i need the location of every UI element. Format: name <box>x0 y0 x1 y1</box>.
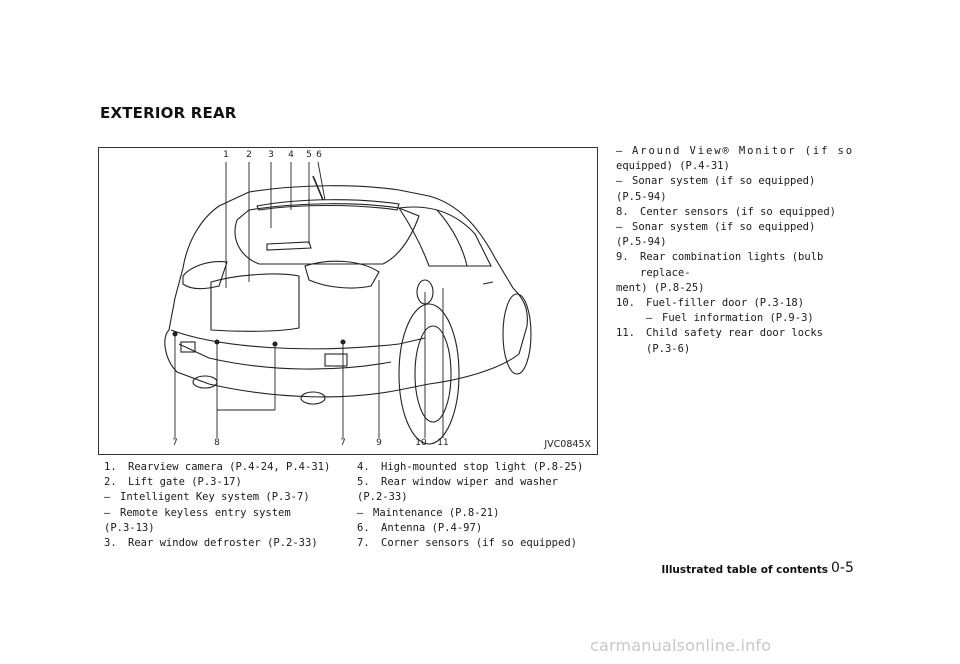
list-continuation: equipped) (P.4-31) <box>616 160 730 173</box>
list-item: 7. Corner sensors (if so equipped) <box>357 537 577 550</box>
list-continuation: (P.5-94) <box>616 190 667 203</box>
list-subitem: — Around View® Monitor (if so <box>616 145 854 157</box>
list-item: 2. Lift gate (P.3-17) <box>104 476 242 489</box>
callout-5: 5 <box>306 150 312 160</box>
callout-1: 1 <box>223 150 229 160</box>
list-continuation: (P.3-13) <box>104 521 155 534</box>
rear-exterior-figure: 1 2 3 4 5 6 7 8 7 9 10 11 JVC0845X <box>98 147 598 455</box>
callout-2: 2 <box>246 150 252 160</box>
list-item: 11. Child safety rear door locks (P.3-6) <box>616 327 824 355</box>
legend-column-2: 4. High-mounted stop light (P.8-25) 5. R… <box>357 460 597 551</box>
list-item: 9. Rear combination lights (bulb replace… <box>616 251 824 279</box>
list-continuation: ment) (P.8-25) <box>616 281 705 294</box>
list-item: 5. Rear window wiper and washer <box>357 476 559 489</box>
list-subitem: — Intelligent Key system (P.3-7) <box>104 491 310 504</box>
callout-6: 6 <box>316 150 322 160</box>
callout-8: 8 <box>214 438 220 448</box>
list-item: 6. Antenna (P.4-97) <box>357 521 483 534</box>
watermark: carmanualsonline.info <box>590 636 772 655</box>
list-subitem: — Fuel information (P.9-3) <box>646 312 814 325</box>
footer-section-label: Illustrated table of contents <box>661 564 828 576</box>
vehicle-rear-illustration <box>164 161 532 445</box>
list-item: 3. Rear window defroster (P.2-33) <box>104 537 318 550</box>
callout-7-right: 7 <box>340 438 346 448</box>
list-subitem: — Remote keyless entry system <box>104 506 291 519</box>
callout-7-left: 7 <box>172 438 178 448</box>
list-subitem: — Sonar system (if so equipped) <box>616 175 816 188</box>
list-subitem: — Maintenance (P.8-21) <box>357 506 500 519</box>
list-continuation: (P.2-33) <box>357 491 408 504</box>
callout-10: 10 <box>415 438 427 448</box>
list-item: 8. Center sensors (if so equipped) <box>616 205 836 218</box>
section-title: EXTERIOR REAR <box>100 104 237 122</box>
list-continuation: (P.5-94) <box>616 236 667 249</box>
callout-11: 11 <box>437 438 449 448</box>
list-item: 4. High-mounted stop light (P.8-25) <box>357 461 584 473</box>
callout-3: 3 <box>268 150 274 160</box>
callout-9: 9 <box>376 438 382 448</box>
legend-column-3: — Around View® Monitor (if so equipped) … <box>616 144 860 357</box>
list-item: 1. Rearview camera (P.4-24, P.4-31) <box>104 461 331 473</box>
list-subitem: — Sonar system (if so equipped) <box>616 221 816 234</box>
list-item: 10. Fuel-filler door (P.3-18) <box>616 297 805 310</box>
callout-4: 4 <box>288 150 294 160</box>
legend-column-1: 1. Rearview camera (P.4-24, P.4-31) 2. L… <box>104 460 354 551</box>
figure-code: JVC0845X <box>544 439 591 450</box>
page-number: 0-5 <box>831 560 854 576</box>
